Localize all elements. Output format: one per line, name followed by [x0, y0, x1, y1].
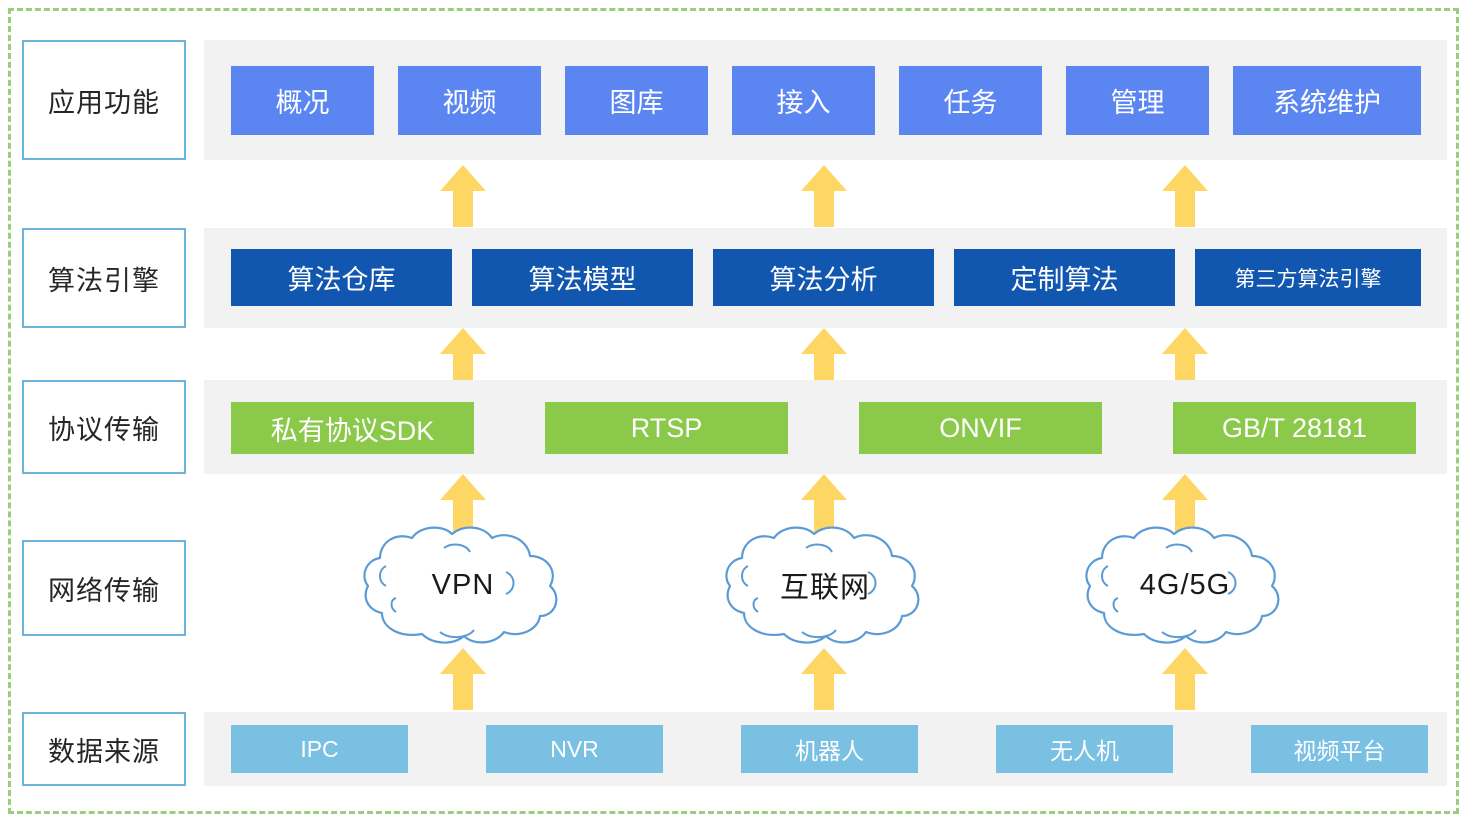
node-gbt-28181[interactable]: GB/T 28181 [1173, 402, 1416, 454]
cloud-label: 互联网 [779, 572, 870, 604]
cloud-internet[interactable]: 互联网 [718, 524, 932, 652]
layer-band-application: 概况 视频 图库 接入 任务 管理 系统维护 [204, 40, 1447, 160]
arrow-up-icon [440, 474, 486, 536]
cloud-4g-5g[interactable]: 4G/5G [1078, 524, 1292, 652]
layer-label-text: 算法引擎 [48, 265, 160, 296]
layer-band-algorithm-engine: 算法仓库 算法模型 算法分析 定制算法 第三方算法引擎 [204, 228, 1447, 328]
layer-label-data-source: 数据来源 [22, 712, 186, 786]
node-dingzhi-suanfa[interactable]: 定制算法 [954, 249, 1175, 306]
layer-label-network-transport: 网络传输 [22, 540, 186, 636]
arrow-up-icon [440, 328, 486, 390]
layer-band-data-source: IPC NVR 机器人 无人机 视频平台 [204, 712, 1447, 786]
node-tuku[interactable]: 图库 [565, 66, 708, 135]
arrow-up-icon [1162, 648, 1208, 710]
layer-label-text: 网络传输 [48, 575, 160, 606]
node-ipc[interactable]: IPC [231, 725, 408, 773]
cloud-label: VPN [431, 568, 495, 601]
node-renwu[interactable]: 任务 [899, 66, 1042, 135]
node-siyou-xieyi-sdk[interactable]: 私有协议SDK [231, 402, 474, 454]
layer-label-application: 应用功能 [22, 40, 186, 160]
arrow-up-icon [801, 328, 847, 390]
node-suanfa-moxing[interactable]: 算法模型 [472, 249, 693, 306]
arrow-up-icon [1162, 165, 1208, 227]
node-jieru[interactable]: 接入 [732, 66, 875, 135]
node-gaikuang[interactable]: 概况 [231, 66, 374, 135]
layer-label-text: 协议传输 [48, 414, 160, 445]
node-suanfa-cangku[interactable]: 算法仓库 [231, 249, 452, 306]
node-guanli[interactable]: 管理 [1066, 66, 1209, 135]
node-wurenji[interactable]: 无人机 [996, 725, 1173, 773]
arrow-up-icon [1162, 328, 1208, 390]
cloud-label: 4G/5G [1139, 568, 1231, 601]
node-xitongweihu[interactable]: 系统维护 [1233, 66, 1421, 135]
layer-band-protocol-transport: 私有协议SDK RTSP ONVIF GB/T 28181 [204, 380, 1447, 474]
node-shipin[interactable]: 视频 [398, 66, 541, 135]
arrow-up-icon [801, 648, 847, 710]
node-shipin-pingtai[interactable]: 视频平台 [1251, 725, 1428, 773]
arrow-up-icon [440, 165, 486, 227]
cloud-vpn[interactable]: VPN [356, 524, 570, 652]
node-onvif[interactable]: ONVIF [859, 402, 1102, 454]
layer-label-protocol-transport: 协议传输 [22, 380, 186, 474]
layer-label-text: 数据来源 [48, 736, 160, 767]
layer-label-algorithm-engine: 算法引擎 [22, 228, 186, 328]
layer-label-text: 应用功能 [48, 87, 160, 118]
node-disanfang-suanfa-yinqing[interactable]: 第三方算法引擎 [1195, 249, 1421, 306]
arrow-up-icon [440, 648, 486, 710]
node-jiqiren[interactable]: 机器人 [741, 725, 918, 773]
arrow-up-icon [801, 474, 847, 536]
arrow-up-icon [1162, 474, 1208, 536]
node-rtsp[interactable]: RTSP [545, 402, 788, 454]
node-nvr[interactable]: NVR [486, 725, 663, 773]
node-suanfa-fenxi[interactable]: 算法分析 [713, 249, 934, 306]
arrow-up-icon [801, 165, 847, 227]
